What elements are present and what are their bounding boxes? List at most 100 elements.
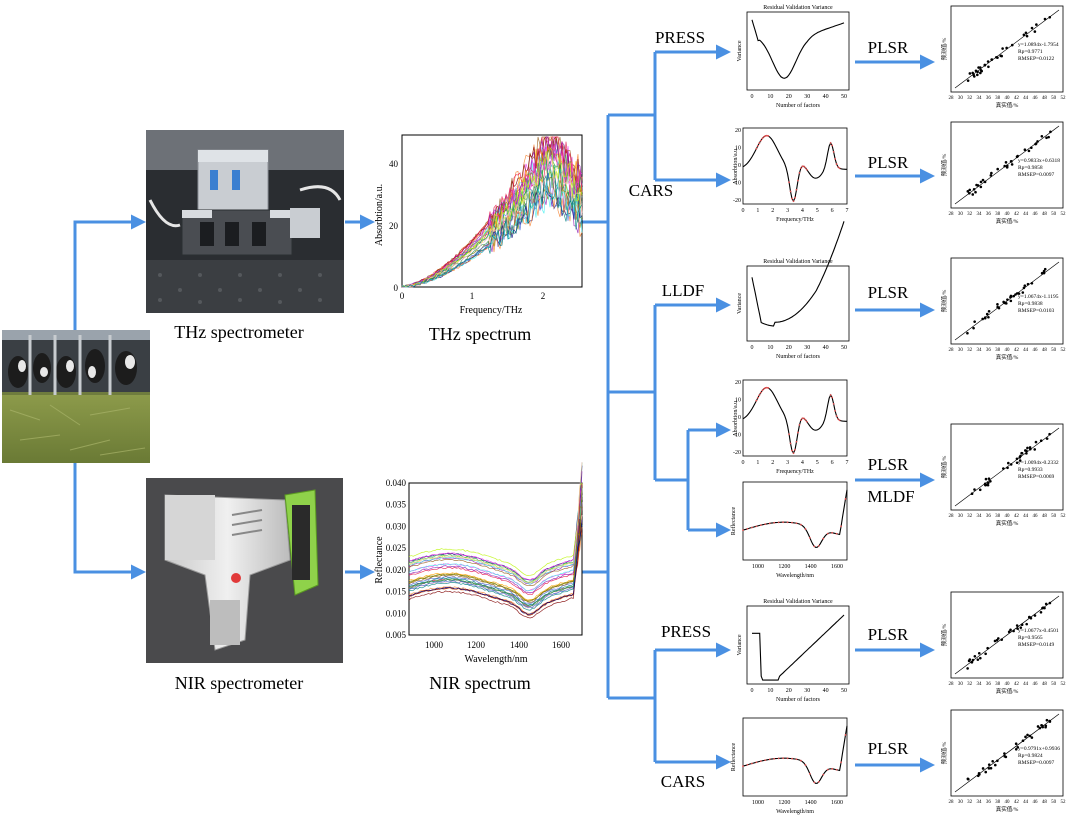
thz-selected-ytick: 0 xyxy=(738,415,741,421)
scatter-point xyxy=(1015,457,1019,461)
scatter-point xyxy=(972,75,976,78)
variance-chart-ylabel: Variance xyxy=(737,40,743,61)
thz-selected-xtick: 2 xyxy=(771,208,774,214)
scatter-xtick: 38 xyxy=(995,212,1001,217)
rp-value: Rp=0.9824 xyxy=(1018,753,1043,759)
thz-series-line xyxy=(402,136,583,288)
scatter-point xyxy=(1049,130,1052,134)
lldf-label: LLDF xyxy=(662,281,705,300)
scatter-xtick: 34 xyxy=(977,348,983,353)
scatter-plot-4: y=1.0094x-0.2332Rp=0.9933RMSEP=0.0069预测值… xyxy=(940,423,1066,527)
selected-variable-point xyxy=(808,772,811,775)
scatter-xtick: 52 xyxy=(1061,682,1067,687)
chart-frame xyxy=(746,265,850,342)
scatter-point xyxy=(1015,624,1019,627)
selected-variable-point xyxy=(786,757,789,760)
variance-xtick: 40 xyxy=(823,345,829,351)
scatter-point xyxy=(987,315,990,319)
scatter-plot-3: y=1.0674x-1.1195Rp=0.9838RMSEP=0.0103预测值… xyxy=(940,257,1067,361)
scatter-point xyxy=(973,488,976,491)
nir-series-line xyxy=(408,494,583,607)
scatter-ylabel: 预测值/% xyxy=(940,741,948,764)
nir-ytick: 0.040 xyxy=(386,478,407,488)
scatter-point xyxy=(1003,301,1006,305)
thz-xtick-0: 0 xyxy=(400,291,405,301)
scatter-point xyxy=(977,651,981,655)
scatter-point xyxy=(1033,30,1037,33)
thz-series-line xyxy=(401,148,583,288)
scatter-point xyxy=(1024,31,1028,35)
selected-variable-point xyxy=(767,387,770,389)
nir-spectrum-chart: Reflectance Wavelength/nm 0.0050.0100.01… xyxy=(374,462,583,665)
scatter-frame xyxy=(950,5,1064,93)
scatter-point xyxy=(1001,47,1004,50)
rmsep-value: RMSEP=0.0122 xyxy=(1018,56,1055,62)
scatter-point xyxy=(1026,733,1029,737)
plsr-label-1: PLSR xyxy=(868,38,909,57)
selected-variable-point xyxy=(813,781,816,784)
chart-frame xyxy=(742,379,848,457)
variance-xtick: 0 xyxy=(751,345,754,351)
scatter-frame xyxy=(950,121,1064,209)
scatter-point xyxy=(978,66,982,69)
scatter-point xyxy=(979,185,983,189)
rp-value: Rp=0.9838 xyxy=(1018,301,1043,307)
selected-variable-point xyxy=(759,139,762,142)
scatter-point xyxy=(983,316,987,319)
selected-variable-point xyxy=(759,524,762,527)
prediction-scatter-plots: y=1.0894x-1.7954Rp=0.9771RMSEP=0.0122预测值… xyxy=(940,5,1067,813)
scatter-point xyxy=(1004,161,1008,164)
scatter-xtick: 40 xyxy=(1005,348,1011,353)
nir-ytick: 0.020 xyxy=(386,565,407,575)
rmsep-value: RMSEP=0.0097 xyxy=(1018,760,1055,766)
nir-series-line xyxy=(408,487,583,592)
scatter-point xyxy=(987,763,991,766)
lldf-variance-chart: Residual Validation VarianceVarianceNumb… xyxy=(737,221,850,360)
scatter-plot-2: y=0.9833x+0.6318Rp=0.9858RMSEP=0.0097预测值… xyxy=(940,121,1066,225)
selected-variable-point xyxy=(758,142,761,144)
scatter-point xyxy=(1033,614,1037,617)
thz-selected-xtick: 6 xyxy=(831,460,834,466)
selected-variable-point xyxy=(764,135,767,137)
scatter-xtick: 28 xyxy=(949,212,955,217)
variance-chart-xlabel: Number of factors xyxy=(776,102,821,109)
variance-chart-ylabel: Variance xyxy=(737,634,743,655)
selected-variable-point xyxy=(801,165,804,168)
scatter-xtick: 32 xyxy=(967,800,973,805)
scatter-xtick: 50 xyxy=(1051,682,1057,687)
scatter-point xyxy=(1019,626,1023,629)
thz-series-line xyxy=(401,136,583,288)
variance-xtick: 40 xyxy=(823,94,829,100)
scatter-point xyxy=(1028,734,1032,738)
scatter-ylabel: 预测值/% xyxy=(940,455,948,478)
thz-selected-xtick: 6 xyxy=(831,208,834,214)
scatter-xtick: 46 xyxy=(1033,212,1039,217)
scatter-point xyxy=(970,661,974,664)
selected-variable-point xyxy=(761,389,764,392)
scatter-point xyxy=(987,477,991,480)
selected-variable-point xyxy=(768,522,771,525)
scatter-point xyxy=(1024,449,1027,452)
thz-series-line xyxy=(402,136,583,288)
selected-variable-point xyxy=(762,136,765,138)
regression-line xyxy=(954,713,1060,793)
scatter-point xyxy=(1045,718,1049,722)
nir-series-line xyxy=(408,483,583,587)
scatter-xtick: 36 xyxy=(986,96,992,101)
scatter-xtick: 30 xyxy=(958,800,964,805)
selected-variable-point xyxy=(803,165,805,168)
scatter-xtick: 34 xyxy=(977,682,983,687)
scatter-xtick: 52 xyxy=(1061,348,1067,353)
thz-spectrum-lines xyxy=(401,135,583,288)
nir-selected-xtick: 1600 xyxy=(831,564,843,570)
nir-spectrometer-photo xyxy=(146,478,343,663)
scatter-xtick: 32 xyxy=(967,682,973,687)
selected-variable-point xyxy=(800,419,802,422)
scatter-point xyxy=(981,178,985,182)
scatter-point xyxy=(981,767,985,770)
scatter-point xyxy=(1003,752,1006,755)
scatter-xtick: 44 xyxy=(1023,514,1029,519)
scatter-point xyxy=(1003,164,1006,168)
scatter-point xyxy=(972,326,975,330)
